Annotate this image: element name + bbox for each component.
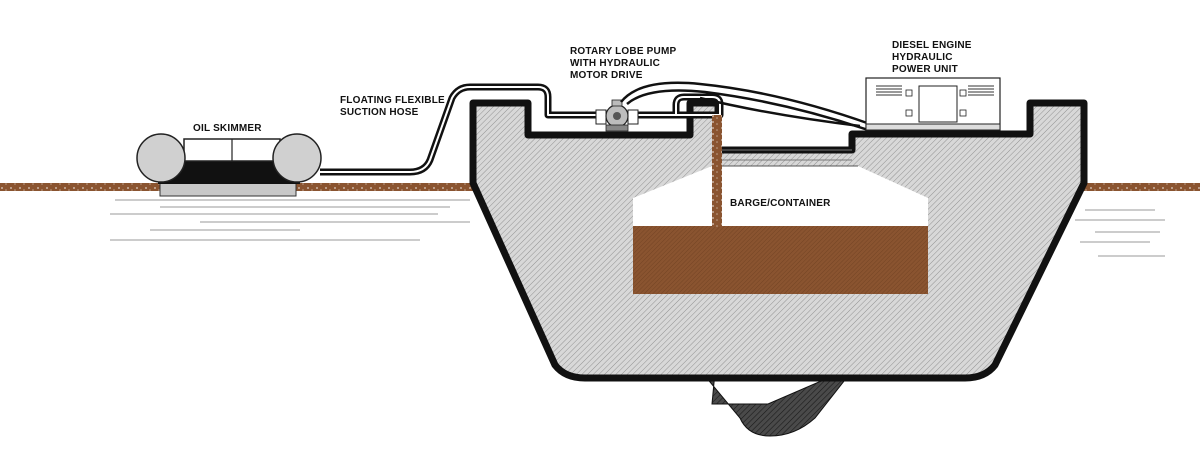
- discharge-pipe: [712, 115, 722, 227]
- suction-hose-label-line-1: FLOATING FLEXIBLE: [340, 95, 445, 106]
- engine-label-line-1: DIESEL ENGINE: [892, 40, 972, 51]
- oil-skimmer-label: OIL SKIMMER: [193, 123, 262, 135]
- engine-label-line-3: POWER UNIT: [892, 64, 958, 75]
- pump-label-line-1: ROTARY LOBE PUMP: [570, 46, 677, 57]
- hydraulic-lines: [620, 81, 871, 132]
- barge-label: BARGE/CONTAINER: [730, 198, 831, 210]
- pump-label-line-2: WITH HYDRAULIC: [570, 58, 661, 69]
- barge-label-line: BARGE/CONTAINER: [730, 198, 831, 209]
- water-ripple-lines: [110, 199, 1165, 257]
- pump-label: ROTARY LOBE PUMP WITH HYDRAULIC MOTOR DR…: [570, 46, 676, 82]
- engine-label-line-2: HYDRAULIC: [892, 52, 953, 63]
- oil-skimmer-label-line: OIL SKIMMER: [193, 123, 262, 134]
- oil-skimmer: [136, 133, 322, 197]
- suction-hose-label: FLOATING FLEXIBLE SUCTION HOSE: [340, 95, 445, 119]
- barge-container: [469, 99, 1088, 437]
- engine-label: DIESEL ENGINE HYDRAULIC POWER UNIT: [892, 40, 972, 76]
- suction-hose-label-line-2: SUCTION HOSE: [340, 107, 419, 118]
- rotary-lobe-pump: [595, 99, 639, 132]
- diesel-engine-hydraulic-power-unit: [865, 77, 1001, 131]
- pump-label-line-3: MOTOR DRIVE: [570, 70, 643, 81]
